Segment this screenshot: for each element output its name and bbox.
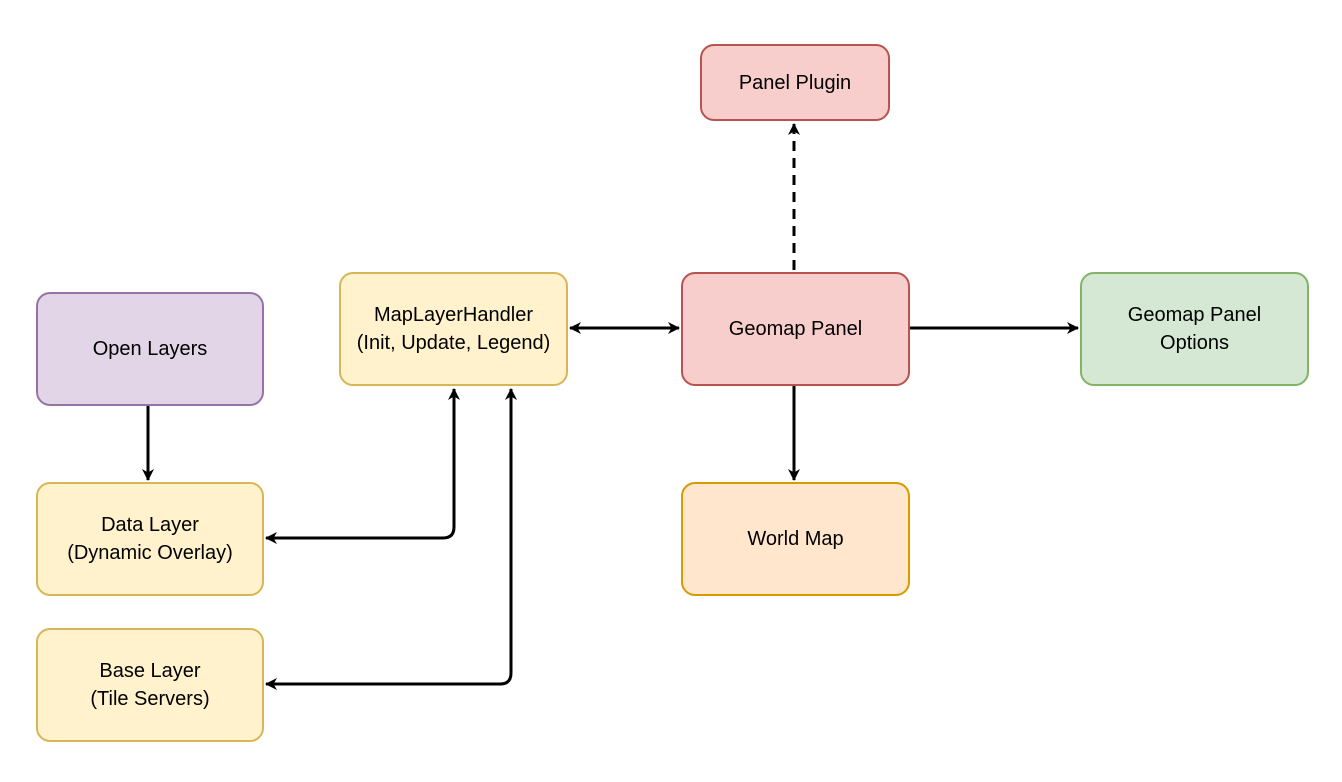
node-label: MapLayerHandler <box>374 304 533 326</box>
node-geomap-panel-options: Geomap Panel Options <box>1080 272 1309 386</box>
node-label: Geomap Panel <box>1127 304 1262 326</box>
node-label: Panel Plugin <box>738 71 852 94</box>
node-data-layer: Data Layer (Dynamic Overlay) <box>36 482 264 596</box>
node-label: World Map <box>747 528 844 550</box>
node-sublabel: (Dynamic Overlay) <box>67 542 233 564</box>
node-sublabel: Options <box>1160 332 1229 354</box>
node-label: Data Layer <box>101 514 199 536</box>
node-world-map: World Map <box>681 482 910 596</box>
node-label: Base Layer <box>99 660 201 682</box>
node-geomap-panel: Geomap Panel <box>681 272 910 386</box>
edge-handler-base-layer <box>265 388 517 690</box>
node-open-layers: Open Layers <box>36 292 264 406</box>
node-base-layer: Base Layer (Tile Servers) <box>36 628 264 742</box>
node-sublabel: (Init, Update, Legend) <box>356 332 551 354</box>
node-label: Geomap Panel <box>728 318 863 340</box>
node-sublabel: (Tile Servers) <box>90 688 210 710</box>
node-label: Open Layers <box>92 338 208 360</box>
node-panel-plugin: Panel Plugin <box>700 44 890 121</box>
node-map-layer-handler: MapLayerHandler (Init, Update, Legend) <box>339 272 568 386</box>
edge-handler-data-layer <box>265 388 460 544</box>
